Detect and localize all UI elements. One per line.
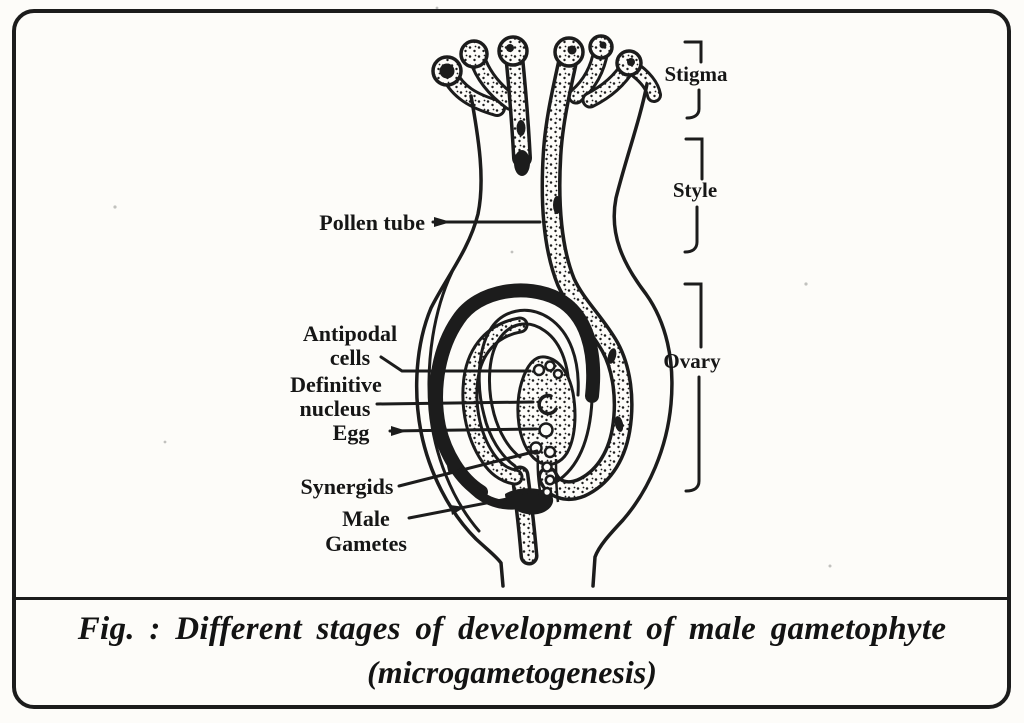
embryo-sac-outline — [516, 355, 577, 467]
pistil-fertilization-diagram: Pollen tube Antipodal cells Definitive n… — [113, 6, 832, 588]
male-gametes-label-line2: Gametes — [325, 531, 407, 556]
antipodal-cells-leader — [379, 355, 532, 373]
caption-line-1: Fig. : Different stages of development o… — [77, 611, 947, 647]
stigma-label: Stigma — [665, 62, 729, 86]
egg-leader — [388, 427, 538, 433]
inner-integument-band — [461, 316, 529, 486]
definitive-nucleus-shape — [537, 393, 558, 416]
wall-left — [414, 94, 505, 588]
synergids-label: Synergids — [301, 474, 394, 499]
ovary-bracket — [683, 282, 703, 493]
funiculus-band — [510, 465, 539, 566]
male-gametes-label-line1: Male — [342, 506, 390, 531]
region-brackets — [683, 40, 704, 493]
synergids-shapes — [529, 441, 557, 459]
ovule — [429, 283, 601, 510]
arrested-pollen-tube-tip — [514, 150, 530, 176]
arrowhead-icon — [450, 505, 465, 515]
pollen-grains — [439, 41, 635, 79]
outer-integument — [429, 283, 601, 499]
wall-right — [591, 82, 674, 588]
figure-caption: Fig. : Different stages of development o… — [17, 603, 1007, 703]
pollen-tube-label: Pollen tube — [319, 210, 425, 235]
male-gametes-leader — [407, 490, 545, 520]
figure-frame — [12, 9, 1011, 709]
nucellus-arc — [554, 398, 594, 484]
stigma-knob — [497, 35, 529, 67]
arrowhead-icon — [391, 426, 407, 436]
antipodal-cells-shapes — [532, 360, 564, 380]
nucellus-arc — [477, 308, 580, 468]
synergids-leader — [397, 449, 539, 488]
leader-lines — [375, 220, 545, 520]
stigma-bracket — [683, 40, 703, 120]
stigma-knob — [459, 39, 489, 69]
style-label: Style — [673, 178, 717, 202]
definitive-nucleus-label-line2: nucleus — [300, 396, 371, 421]
definitive-nucleus-label-line1: Definitive — [290, 372, 382, 397]
ink-blotches — [514, 120, 624, 432]
antipodal-cells-label-line2: cells — [330, 345, 371, 370]
male-gametes-tube — [536, 455, 560, 505]
style-bracket — [683, 137, 704, 254]
antipodal-cells-label-line1: Antipodal — [303, 321, 397, 346]
embryo-sac — [516, 355, 577, 467]
arrowhead-icon — [434, 217, 451, 227]
egg-label: Egg — [333, 420, 370, 445]
egg-shape — [538, 422, 554, 438]
caption-divider — [13, 597, 1010, 600]
part-labels: Pollen tube Antipodal cells Definitive n… — [290, 210, 425, 556]
scan-specks — [113, 6, 832, 568]
main-pollen-tube — [537, 44, 634, 501]
caption-line-2: (microgametogenesis) — [367, 654, 657, 690]
definitive-nucleus-leader — [375, 400, 535, 406]
region-labels: Stigma Style Ovary — [663, 62, 728, 373]
ovary-label: Ovary — [663, 349, 721, 373]
nucellus-arc — [487, 322, 571, 459]
male-gametes-shapes — [541, 461, 556, 498]
arrowhead-icon — [447, 466, 462, 475]
leader-arrowheads — [391, 217, 465, 515]
